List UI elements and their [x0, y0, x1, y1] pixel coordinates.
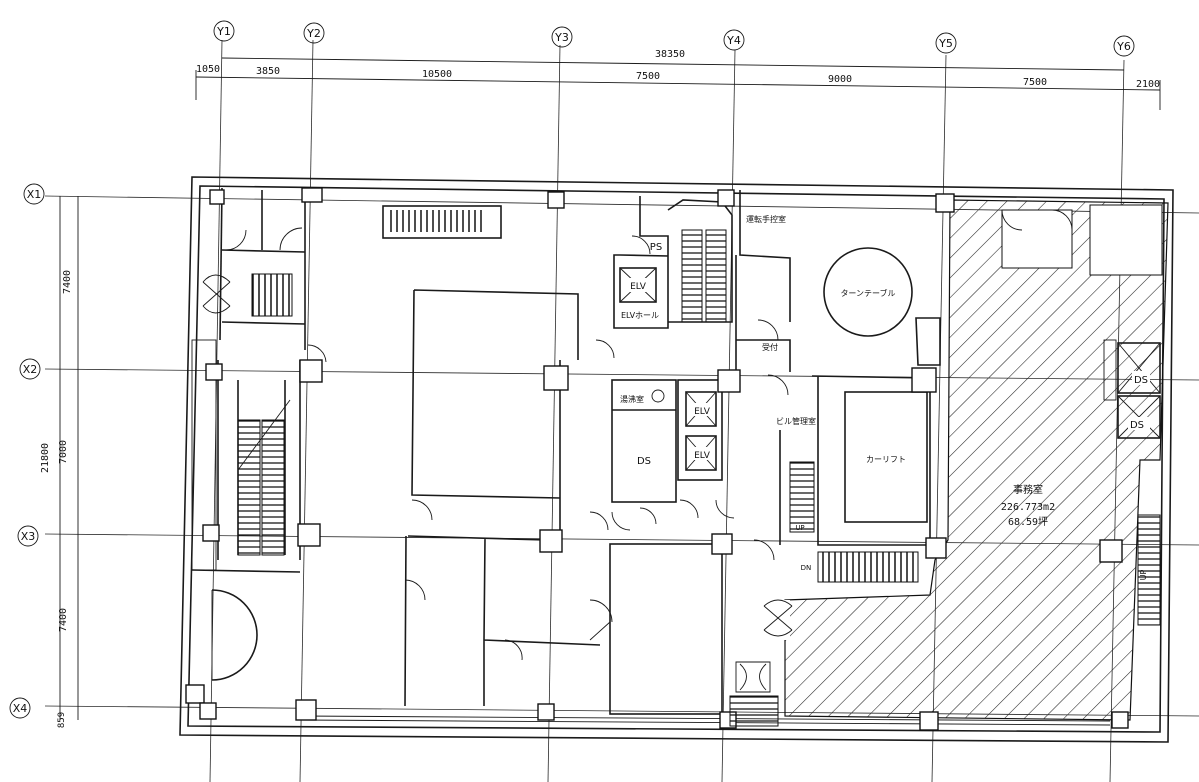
ps-label: PS [650, 242, 662, 253]
left-zone [185, 187, 327, 721]
office-name: 事務室 [1013, 483, 1043, 496]
up-right-label: UP [1139, 569, 1148, 580]
ds-right-b-label: DS [1130, 420, 1144, 431]
axis-y5: Y5 [938, 37, 953, 50]
car-lift-label: カーリフト [866, 455, 906, 464]
dim-top-1: 1050 [196, 64, 220, 75]
drivers-room-label: 運転手控室 [746, 214, 786, 224]
dim-top-5: 9000 [828, 74, 852, 85]
dim-left-total: 21800 [40, 443, 51, 473]
ds-center-label: DS [637, 456, 651, 467]
up-left-label: UP [795, 524, 804, 532]
office-area-tsubo: 68.59坪 [1008, 515, 1048, 528]
axis-labels-top: Y1 Y2 Y3 Y4 Y5 Y6 [213, 20, 1135, 57]
turntable-label: ターンテーブル [840, 288, 895, 298]
security-room-label: ビル管理室 [776, 416, 816, 426]
dim-left-1: 7400 [62, 270, 73, 294]
dim-top-6: 7500 [1023, 77, 1047, 88]
axis-y3: Y3 [554, 31, 569, 44]
ds-right-a-label: DS [1134, 375, 1148, 386]
elv-hall-label: ELVホール [621, 311, 659, 320]
shower-label: 湯沸室 [620, 394, 644, 404]
office-area: 事務室 226.773m2 68.59坪 [760, 199, 1169, 721]
reception-label: 受付 [762, 342, 778, 352]
dim-top-3: 10500 [422, 69, 452, 80]
central-area [404, 191, 601, 721]
dim-left-4: 859 [57, 712, 67, 728]
dn-label: DN [801, 564, 812, 572]
axis-x1: X1 [27, 188, 42, 201]
office-area-m2: 226.773m2 [1001, 502, 1055, 513]
right-shafts: DS DS [1103, 339, 1161, 439]
axis-y6: Y6 [1116, 40, 1131, 53]
axis-labels-left: X1 X2 X3 X4 [9, 183, 45, 719]
right-center-zone: 運転手控室 受付 ターンテーブル カーリフト ビル管理室 UP DN [729, 190, 955, 731]
dimensions-left: 21800 7400 7000 7400 859 [40, 196, 79, 728]
axis-y1: Y1 [216, 25, 231, 38]
axis-x3: X3 [21, 530, 36, 543]
stair-right: UP [1099, 514, 1161, 729]
elv-b-label: ELV [694, 451, 711, 461]
axis-y4: Y4 [726, 34, 741, 47]
stair-top [382, 205, 502, 239]
core: ELV PS ELVホール 湯沸室 DS ELV ELV [589, 189, 741, 729]
dim-top-4: 7500 [636, 71, 660, 82]
axis-y2: Y2 [306, 27, 321, 40]
elv-upper-label: ELV [630, 282, 647, 292]
dimensions-top: 38350 1050 3850 10500 7500 9000 7500 210… [195, 49, 1161, 110]
dim-top-7: 2100 [1136, 79, 1160, 90]
dim-left-3: 7400 [58, 608, 69, 632]
dim-top-2: 3850 [256, 66, 280, 77]
axis-x4: X4 [13, 702, 28, 715]
dim-top-total: 38350 [655, 49, 685, 60]
dim-left-2: 7000 [58, 440, 69, 464]
axis-x2: X2 [23, 363, 38, 376]
elv-a-label: ELV [694, 407, 711, 417]
